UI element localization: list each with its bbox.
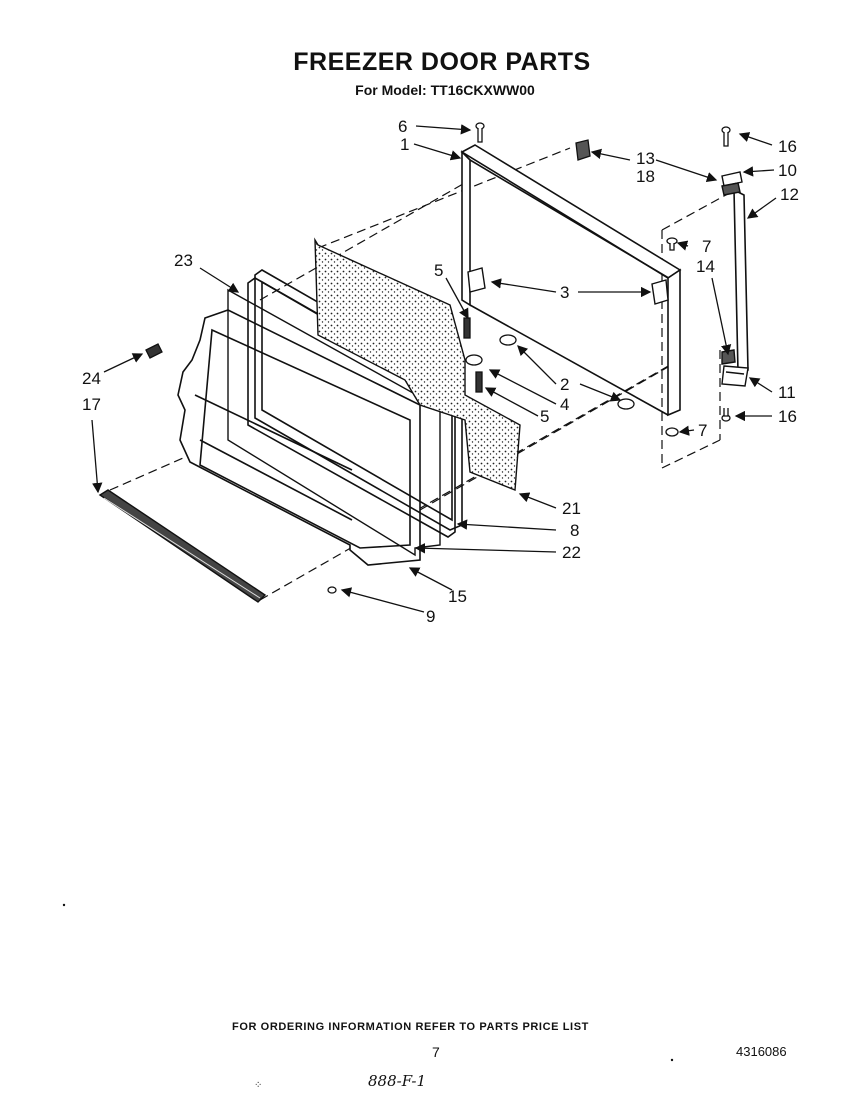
callout-16: 16 xyxy=(778,137,797,156)
callout-2: 2 xyxy=(560,375,569,394)
callout-16: 16 xyxy=(778,407,797,426)
callout-labels: 6 1 13 18 16 10 12 7 23 5 3 14 24 17 2 4… xyxy=(82,117,799,626)
callout-9: 9 xyxy=(426,607,435,626)
callout-12: 12 xyxy=(780,185,799,204)
scan-specks xyxy=(62,903,674,1062)
page-title: FREEZER DOOR PARTS xyxy=(293,48,591,76)
hinge-rod xyxy=(733,188,749,373)
callout-17: 17 xyxy=(82,395,101,414)
callout-4: 4 xyxy=(560,395,569,414)
callout-21: 21 xyxy=(562,499,581,518)
callout-5: 5 xyxy=(540,407,549,426)
leader-lines xyxy=(91,124,777,613)
callout-23: 23 xyxy=(174,251,193,270)
callout-1: 1 xyxy=(400,135,409,154)
hinge-brackets xyxy=(467,171,749,387)
callout-3: 3 xyxy=(560,283,569,302)
foam-insulation xyxy=(314,237,521,492)
callout-14: 14 xyxy=(696,257,715,276)
handwritten-mark: 888-F-1 xyxy=(368,1072,427,1090)
callout-15: 15 xyxy=(448,587,467,606)
door-frame xyxy=(460,144,682,417)
callout-7: 7 xyxy=(702,237,711,256)
callout-22: 22 xyxy=(562,543,581,562)
outer-door-panel xyxy=(177,309,421,566)
callout-8: 8 xyxy=(570,521,579,540)
document-number: 4316086 xyxy=(736,1044,787,1059)
scan-stamp-mark: ⁘ xyxy=(254,1080,263,1091)
callout-7: 7 xyxy=(698,421,707,440)
callout-11: 11 xyxy=(778,383,796,402)
callout-24: 24 xyxy=(82,369,101,388)
callout-13: 13 xyxy=(636,149,655,168)
model-subtitle: For Model: TT16CKXWW00 xyxy=(355,82,535,98)
callout-6: 6 xyxy=(398,117,407,136)
hardware-fasteners xyxy=(145,122,731,594)
callout-5: 5 xyxy=(434,261,443,280)
page-number: 7 xyxy=(432,1044,440,1060)
bottom-trim-strip xyxy=(98,489,267,603)
ordering-note: FOR ORDERING INFORMATION REFER TO PARTS … xyxy=(232,1021,589,1033)
assembly-guide-lines xyxy=(109,147,736,601)
callout-10: 10 xyxy=(778,161,797,180)
callout-18: 18 xyxy=(636,167,655,186)
